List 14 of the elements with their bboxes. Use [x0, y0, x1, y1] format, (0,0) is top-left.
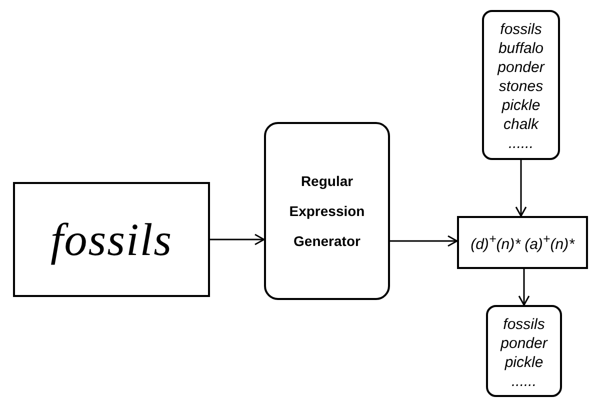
- word-list-box: [482, 10, 560, 160]
- arrow: [515, 160, 527, 217]
- box-label: Regular Expression Generator: [288, 172, 366, 251]
- arrow: [518, 269, 530, 306]
- process-box: [264, 122, 390, 300]
- arrow: [390, 235, 458, 247]
- word-list: fossils buffalo ponder stones pickle chalk ......: [498, 20, 544, 153]
- word-list-box: [486, 305, 562, 397]
- handwriting-box: [13, 182, 210, 297]
- handwritten-word: fossils: [50, 213, 173, 266]
- expression-box: [457, 216, 588, 269]
- regex-expression: (d)$^{+}$(n)* (a)$^{+}$(n)*: [470, 232, 574, 253]
- arrow: [210, 234, 265, 246]
- word-list: fossils ponder pickle ......: [500, 315, 548, 391]
